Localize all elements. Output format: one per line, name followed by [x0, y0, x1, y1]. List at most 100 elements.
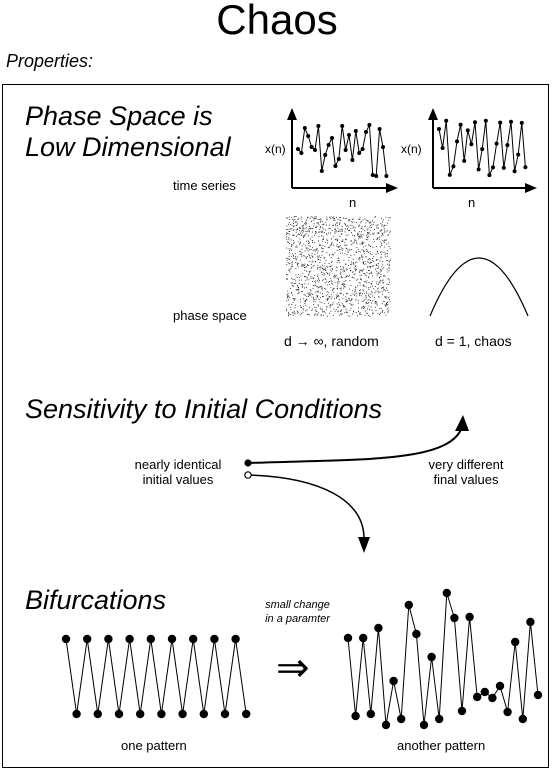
random-caption: d → ∞, random [284, 333, 379, 349]
small-change-label: small change in a paramter [245, 598, 350, 626]
pattern-two-point [518, 714, 527, 724]
ts-chaos-point [476, 167, 481, 172]
ts-random-line [297, 123, 387, 177]
pattern-one-point [157, 709, 166, 719]
time-series-label: time series [173, 178, 236, 193]
phase-space-label: phase space [173, 308, 247, 323]
pattern-two-point [473, 692, 482, 702]
ts-random-point [336, 157, 341, 161]
pattern-two-point [511, 637, 520, 647]
one-pattern-label: one pattern [121, 738, 187, 753]
ts-chaos-point [437, 126, 441, 131]
ts-random-point [323, 153, 328, 157]
ts-random-point [330, 136, 334, 140]
phase-space-heading: Phase Space is Low Dimensional [25, 101, 231, 163]
ts-chaos-point [519, 120, 524, 125]
pattern-two-point [480, 687, 489, 697]
pattern-one-point [178, 709, 187, 719]
pattern-two-point [457, 706, 467, 716]
properties-frame [2, 84, 549, 768]
implies-arrow-icon: ⇒ [276, 646, 310, 690]
pattern-one-point [242, 709, 251, 719]
page-title: Chaos [216, 0, 338, 43]
time-series-plot-random: x(n) n [265, 108, 398, 210]
sensitivity-diagram [244, 415, 469, 553]
ts-random-point [316, 124, 321, 128]
pattern-two-point [419, 720, 429, 730]
ts-random-point [360, 147, 365, 151]
ts-chaos-point [494, 141, 499, 146]
pattern-two-point [351, 711, 360, 721]
pattern-one-point [189, 634, 198, 644]
axis-x-label: n [349, 195, 356, 210]
ts-random-point [353, 129, 358, 133]
pattern-two-point [389, 676, 398, 686]
bifurcations-heading: Bifurcations [25, 585, 167, 615]
pattern-two-point [366, 709, 375, 719]
pattern-two-point [404, 600, 413, 610]
pattern-two-line [347, 592, 539, 726]
change-line1: small change [265, 599, 330, 611]
pattern-one-point [114, 709, 124, 719]
ts-random-point [347, 133, 351, 137]
pattern-two-point [435, 714, 444, 724]
pattern-two-point [442, 588, 451, 598]
pattern-one-point [167, 634, 177, 644]
ts-chaos-point [444, 118, 449, 123]
pattern-one-point [104, 634, 113, 644]
pattern-two-point [397, 714, 406, 724]
ts-random-point [357, 151, 362, 155]
initial-line1: nearly identical [134, 457, 222, 472]
initial-values-label: nearly identical initial values [118, 457, 238, 487]
another-pattern-label: another pattern [397, 738, 486, 753]
ts-random-point [296, 147, 300, 151]
pattern-two-point [343, 633, 353, 643]
time-series-plot-chaos: x(n) n [401, 108, 537, 210]
axis-x-label: n [468, 195, 475, 210]
ts-random-point [384, 174, 389, 178]
ts-random-point [333, 164, 338, 168]
ts-random-point [364, 130, 368, 134]
ts-random-point [374, 174, 379, 178]
ts-chaos-point [462, 158, 467, 163]
pattern-one-line [65, 638, 247, 715]
pattern-two-point [374, 623, 383, 633]
ts-chaos-point [512, 169, 517, 174]
ts-chaos-point [465, 128, 470, 133]
ts-random-point [319, 169, 324, 173]
pattern-one-point [83, 634, 92, 644]
initial-point-hollow [244, 471, 252, 479]
phase-heading-line2: Low Dimensional [25, 132, 231, 162]
ts-chaos-point [523, 165, 528, 170]
ts-random-point [350, 158, 355, 162]
pattern-two-point [533, 690, 543, 700]
ts-chaos-point [516, 152, 521, 157]
ts-chaos-point [491, 165, 495, 170]
chaos-parabola [429, 257, 529, 317]
pattern-two-point [359, 633, 368, 643]
ts-random-point [306, 134, 311, 138]
ts-chaos-point [451, 164, 456, 169]
final-line1: very different [428, 457, 504, 472]
ts-chaos-point [480, 147, 485, 152]
phase-heading-line1: Phase Space is [25, 101, 213, 131]
ts-random-point [340, 124, 345, 128]
pattern-one-point [93, 709, 102, 719]
pattern-one-point [210, 634, 219, 644]
random-phase-cloud [286, 216, 391, 317]
pattern-two-point [427, 652, 436, 662]
pattern-two-point [381, 720, 391, 730]
ts-chaos-point [458, 122, 463, 127]
ts-chaos-point [498, 120, 503, 125]
pattern-two-point [488, 693, 497, 703]
ts-chaos-point [473, 120, 477, 125]
sensitivity-heading: Sensitivity to Initial Conditions [25, 394, 383, 424]
ts-chaos-point [455, 139, 459, 144]
one-pattern-plot [61, 634, 251, 719]
pattern-one-point [231, 634, 240, 644]
ts-random-point [309, 145, 314, 149]
ts-chaos-point [505, 143, 510, 148]
final-values-label: very different final values [406, 457, 526, 487]
change-line2: in a paramter [265, 613, 330, 625]
ts-random-point [381, 145, 385, 149]
